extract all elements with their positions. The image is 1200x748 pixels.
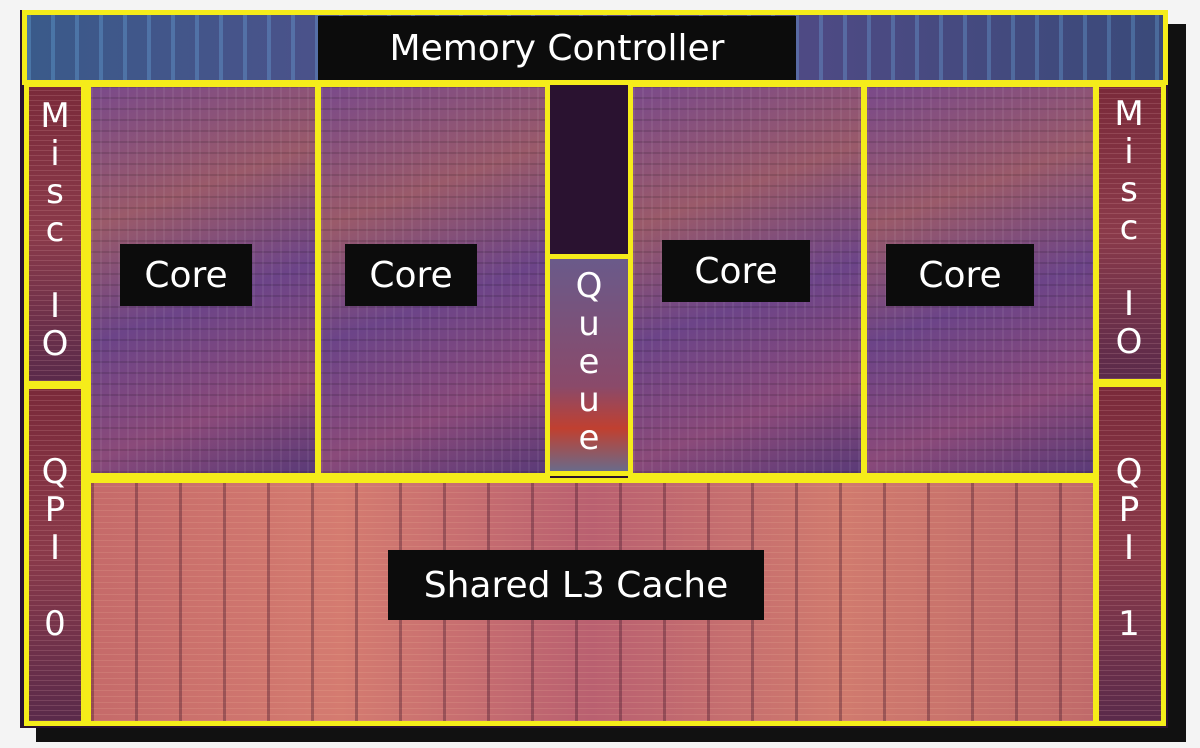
queue-label: Queue [569, 266, 609, 456]
core-2-label: Core [345, 244, 477, 306]
qpi-1-label: QPI 1 [1109, 452, 1149, 642]
core-3-label: Core [662, 240, 810, 302]
misc-io-right-label: Misc IO [1109, 94, 1149, 360]
misc-io-right-block [1094, 82, 1166, 384]
shared-l3-cache-label: Shared L3 Cache [388, 550, 764, 620]
core-1-label: Core [120, 244, 252, 306]
misc-io-left-label: Misc IO [35, 96, 75, 362]
memory-controller-label: Memory Controller [318, 16, 796, 80]
misc-io-left-block [24, 82, 86, 386]
qpi-0-label: QPI 0 [35, 452, 75, 642]
qpi-0-block [24, 384, 86, 726]
core-4-label: Core [886, 244, 1034, 306]
